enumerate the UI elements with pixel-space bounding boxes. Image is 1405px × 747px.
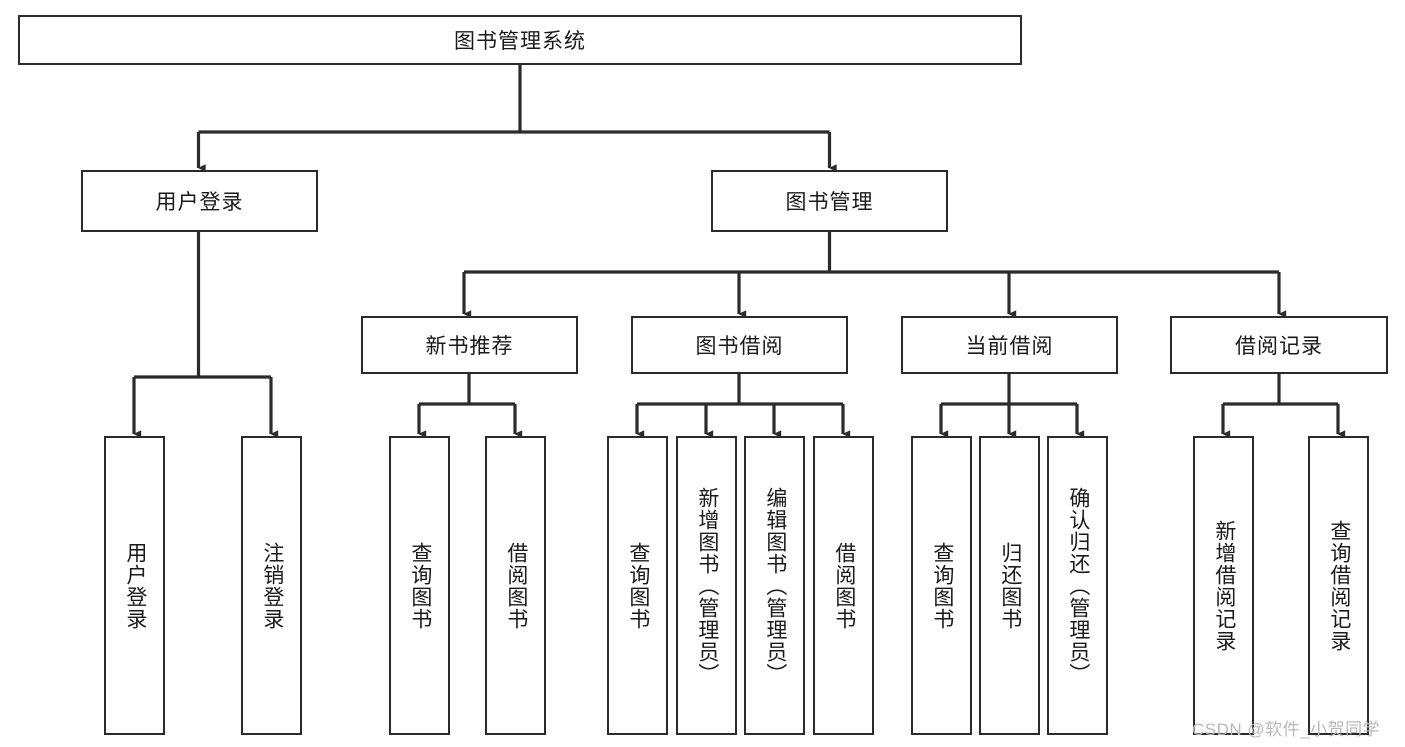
leaf-query-borrow-record[interactable]: 查询借阅记录 [1308,436,1369,735]
node-label: 借阅图书 [504,541,528,630]
node-new-book-recommend[interactable]: 新书推荐 [361,316,578,374]
node-book-borrow[interactable]: 图书借阅 [631,316,848,374]
node-label: 图书借阅 [695,335,784,358]
node-label: 用户登录 [155,191,244,214]
leaf-user-login[interactable]: 用户登录 [104,436,165,735]
node-label: 确认归还（管理员） [1066,486,1090,685]
node-label: 图书管理 [785,191,874,214]
leaf-edit-book-admin[interactable]: 编辑图书（管理员） [744,436,805,735]
node-current-borrow[interactable]: 当前借阅 [901,316,1118,374]
node-label: 用户登录 [123,541,147,630]
leaf-confirm-return-admin[interactable]: 确认归还（管理员） [1047,436,1108,735]
node-label: 查询图书 [930,541,954,630]
node-label: 查询借阅记录 [1327,519,1351,652]
node-label: 新增借阅记录 [1212,519,1236,652]
leaf-add-borrow-record[interactable]: 新增借阅记录 [1193,436,1254,735]
node-label: 查询图书 [408,541,432,630]
leaf-logout-login[interactable]: 注销登录 [241,436,302,735]
node-user-login[interactable]: 用户登录 [81,170,318,232]
node-book-management[interactable]: 图书管理 [711,170,948,232]
leaf-borrow-book-new-recommend[interactable]: 借阅图书 [485,436,546,735]
node-borrow-record[interactable]: 借阅记录 [1170,316,1388,374]
leaf-add-book-admin[interactable]: 新增图书（管理员） [676,436,737,735]
leaf-query-book-current[interactable]: 查询图书 [911,436,972,735]
node-label: 新书推荐 [425,335,514,358]
node-label: 查询图书 [626,541,650,630]
node-label: 编辑图书（管理员） [763,486,787,685]
node-label: 借阅图书 [832,541,856,630]
node-label: 借阅记录 [1235,335,1323,358]
node-label: 归还图书 [998,541,1022,630]
node-label: 新增图书（管理员） [695,486,719,685]
node-label: 注销登录 [260,541,284,630]
node-label: 当前借阅 [965,335,1054,358]
node-label: 图书管理系统 [454,30,586,53]
leaf-query-book-borrow[interactable]: 查询图书 [607,436,668,735]
leaf-return-book[interactable]: 归还图书 [979,436,1040,735]
node-root-book-management-system[interactable]: 图书管理系统 [18,15,1022,65]
leaf-borrow-book-borrow[interactable]: 借阅图书 [813,436,874,735]
leaf-query-book-new-recommend[interactable]: 查询图书 [389,436,450,735]
